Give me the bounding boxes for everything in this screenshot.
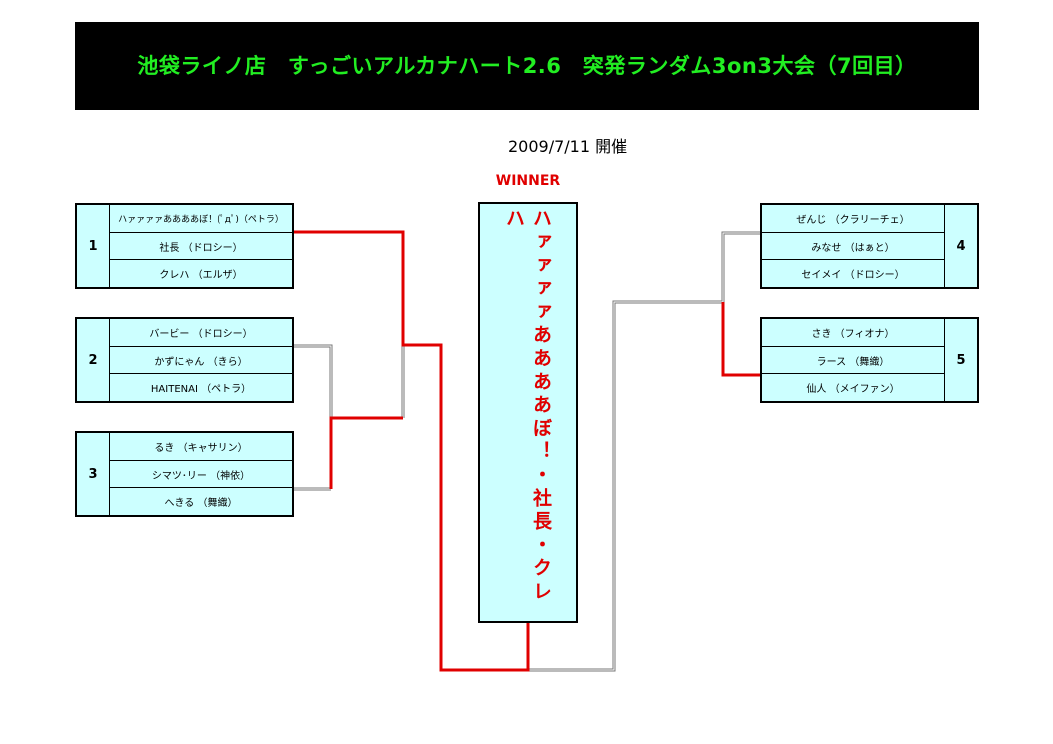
team-member: 仙人 （メイファン）	[806, 384, 900, 396]
team-member: さき （フィオナ）	[762, 319, 944, 347]
team2-path	[294, 344, 333, 418]
team-member: みなせ （はぁと）	[762, 233, 944, 261]
winner-label: WINNER	[495, 173, 561, 189]
team-member: かずにゃん （きら）	[110, 347, 292, 375]
team-2: 2 バービー （ドロシー） かずにゃん （きら） HAITENAI （ペトラ）	[75, 317, 294, 403]
team-5: 5 さき （フィオナ） ラース （舞織） 仙人 （メイファン）	[760, 317, 979, 403]
title-banner: 池袋ライノ店 すっごいアルカナハート2.6 突発ランダム3on3大会（7回目）	[75, 22, 979, 110]
team-member: セイメイ （ドロシー）	[801, 270, 905, 282]
team-member: ハァァァァああああぼ！(ﾟдﾟ)（ペトラ）	[110, 205, 292, 233]
team-member: 社長 （ドロシー）	[110, 233, 292, 261]
winning-paths	[294, 230, 760, 672]
team1-winning-path	[294, 230, 530, 672]
team4-path	[721, 231, 760, 302]
team-member: へきる （舞織）	[164, 498, 238, 510]
team-3: 3 るき （キャサリン） シマツ･リー （神依） へきる （舞織）	[75, 431, 294, 517]
event-date: 2009/7/11 開催	[508, 137, 628, 156]
team5-winning-path	[721, 302, 760, 377]
team-member: HAITENAI （ペトラ）	[150, 384, 252, 396]
team-member: ラース （舞織）	[762, 347, 944, 375]
team-1: 1 ハァァァァああああぼ！(ﾟдﾟ)（ペトラ） 社長 （ドロシー） クレハ （エ…	[75, 203, 294, 289]
winner-box: ハァァァァああああぼ！・社長・クレハ	[478, 202, 578, 623]
team-member: るき （キャサリン）	[110, 433, 292, 461]
team-4: 4 ぜんじ （クラリーチェ） みなせ （はぁと） セイメイ （ドロシー）	[760, 203, 979, 289]
team-number: 5	[944, 319, 977, 401]
team-number: 4	[944, 205, 977, 287]
team-member: バービー （ドロシー）	[110, 319, 292, 347]
page-title: 池袋ライノ店 すっごいアルカナハート2.6 突発ランダム3on3大会（7回目）	[137, 54, 917, 78]
team-number: 3	[77, 433, 110, 515]
team-member: クレハ （エルザ）	[159, 270, 243, 282]
team-number: 1	[77, 205, 110, 287]
team3-winning-path	[329, 416, 403, 489]
team-member: シマツ･リー （神依）	[110, 461, 292, 489]
winner-team-name: ハァァァァああああぼ！・社長・クレハ	[503, 208, 552, 605]
team-member: ぜんじ （クラリーチェ）	[762, 205, 944, 233]
team-number: 2	[77, 319, 110, 401]
